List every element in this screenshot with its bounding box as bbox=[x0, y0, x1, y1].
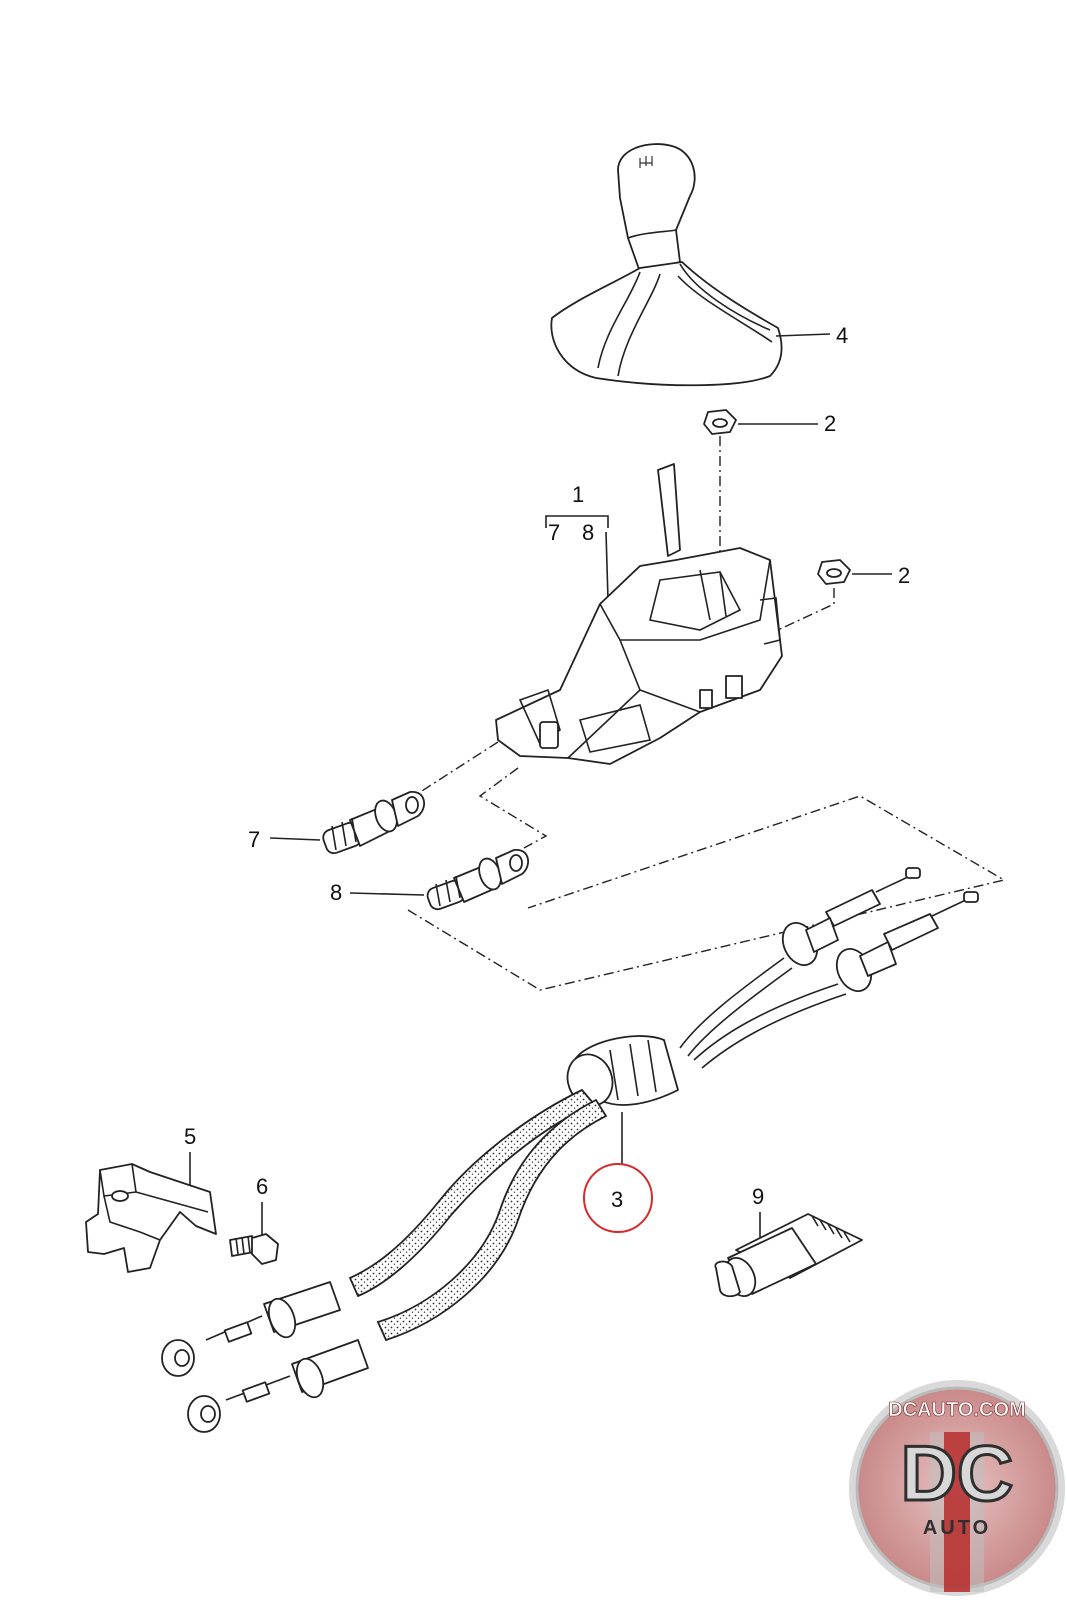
svg-text:AUTO: AUTO bbox=[923, 1517, 991, 1539]
callout-7-sub: 7 bbox=[548, 520, 560, 545]
cable-bushing-icon[interactable] bbox=[425, 849, 529, 912]
callout-2-top: 2 bbox=[824, 411, 836, 436]
callout-1: 1 bbox=[572, 482, 584, 507]
grease-tube-icon[interactable] bbox=[714, 1213, 863, 1301]
flange-nut-icon[interactable] bbox=[703, 409, 737, 435]
callout-7: 7 bbox=[248, 827, 260, 852]
bolt-icon[interactable] bbox=[229, 1233, 279, 1265]
callout-8: 8 bbox=[330, 880, 342, 905]
callout-6: 6 bbox=[256, 1174, 268, 1199]
callout-9: 9 bbox=[752, 1184, 764, 1209]
callout-5: 5 bbox=[184, 1124, 196, 1149]
callout-2-right: 2 bbox=[898, 563, 910, 588]
svg-text:DCAUTO.COM: DCAUTO.COM bbox=[888, 1399, 1025, 1421]
shift-cable-icon[interactable] bbox=[161, 867, 979, 1433]
highlight-circle bbox=[583, 1163, 653, 1233]
callout-4: 4 bbox=[836, 323, 848, 348]
shift-console-icon[interactable] bbox=[495, 463, 783, 765]
cable-bushing-icon[interactable] bbox=[321, 791, 425, 856]
dcauto-logo: DCAUTO.COM DC AUTO bbox=[849, 1380, 1065, 1596]
callout-3: 3 bbox=[611, 1187, 623, 1212]
bracket-icon[interactable] bbox=[85, 1163, 217, 1273]
shift-knob-icon[interactable] bbox=[550, 143, 783, 387]
callout-8-sub: 8 bbox=[582, 520, 594, 545]
flange-nut-icon[interactable] bbox=[817, 559, 851, 585]
svg-text:DC: DC bbox=[901, 1429, 1014, 1517]
